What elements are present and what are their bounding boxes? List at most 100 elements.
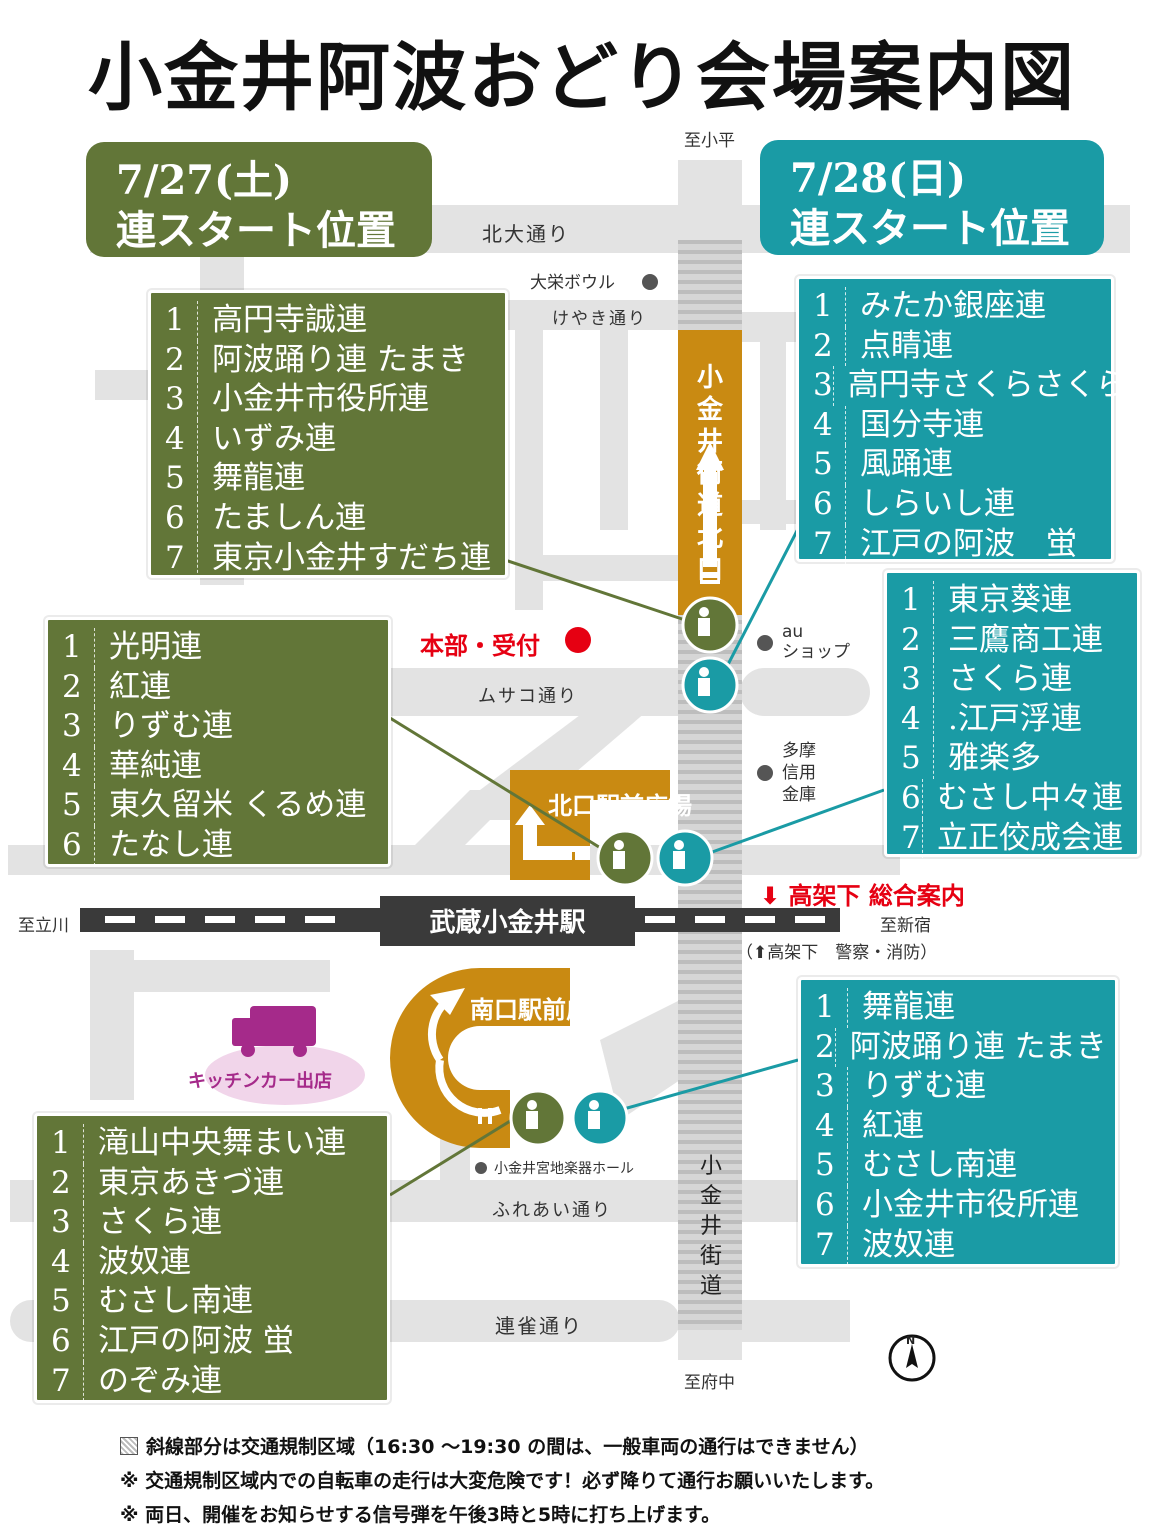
ren-number: 1 — [815, 988, 848, 1028]
honbu-dot — [565, 627, 591, 653]
kitaguchi-plaza-label: 北口駅前広場 — [548, 792, 692, 820]
ren-number: 7 — [815, 1225, 848, 1266]
ren-number: 3 — [51, 1203, 84, 1243]
ren-number: 5 — [51, 1282, 84, 1322]
ren-number: 6 — [165, 498, 198, 539]
ren-number: 2 — [165, 340, 198, 381]
ren-name: 紅連 — [862, 1107, 924, 1144]
ren-name: りずむ連 — [862, 1068, 986, 1105]
ren-number: 7 — [813, 524, 846, 565]
musako-label: ムサコ通り — [478, 686, 578, 707]
ren-item: 5 雅楽多 — [901, 739, 1123, 779]
bowl-label: 大栄ボウル — [530, 273, 615, 293]
ren-name: 小金井市役所連 — [862, 1186, 1079, 1223]
ren-number: 4 — [62, 746, 95, 787]
day2-date: 7/28(日) — [790, 155, 966, 202]
to-shinjuku-label: 至新宿 — [880, 916, 931, 936]
renjaku-label: 連雀通り — [495, 1314, 583, 1338]
ren-name: たなし連 — [109, 826, 233, 863]
day1-date: 7/27(土) — [116, 157, 292, 204]
compass-n-label: N — [906, 1334, 916, 1347]
ren-name: 舞龍連 — [212, 460, 305, 497]
kitchen-car-icon — [232, 1006, 316, 1057]
ren-item: 7 波奴連 — [815, 1225, 1101, 1266]
ren-number: 5 — [901, 739, 934, 779]
ren-item: 2 阿波踊り連 たまき — [165, 340, 491, 381]
ren-number: 3 — [813, 366, 834, 406]
ren-name: 華純連 — [109, 747, 202, 784]
hatch-legend-icon — [120, 1437, 138, 1455]
ren-item: 7 のぞみ連 — [51, 1361, 373, 1402]
ren-number: 7 — [51, 1361, 84, 1402]
ren-number: 6 — [813, 484, 846, 525]
keyaki-label: けやき通り — [552, 309, 647, 329]
ren-name: 阿波踊り連 たまき — [212, 341, 469, 378]
kitaodori-label: 北大通り — [482, 222, 570, 246]
compass-icon — [888, 1334, 936, 1382]
ren-number: 4 — [813, 405, 846, 446]
ren-number: 5 — [62, 786, 95, 826]
minamiguchi-plaza-label: 南口駅前広場 — [470, 996, 614, 1024]
ren-number: 4 — [51, 1242, 84, 1283]
ren-name: 点睛連 — [860, 327, 953, 364]
ren-number: 1 — [901, 581, 934, 621]
ren-name: むさし中々連 — [937, 779, 1123, 816]
ren-name: さくら連 — [948, 661, 1072, 698]
ren-number: 3 — [165, 380, 198, 420]
ren-name: 滝山中央舞まい連 — [98, 1125, 346, 1161]
ren-name: 高円寺誠連 — [212, 302, 367, 338]
ren-name: 高円寺さくらさくら — [847, 367, 1127, 404]
ren-name: のぞみ連 — [98, 1362, 222, 1399]
ren-name: いずみ連 — [212, 420, 336, 457]
ren-number: 1 — [813, 287, 846, 327]
ren-number: 5 — [813, 445, 846, 485]
ren-number: 4 — [815, 1106, 848, 1147]
to-fuchu-label: 至府中 — [684, 1373, 735, 1393]
note-bicycle: ※ 交通規制区域内での自転車の走行は大変危険です！必ず降りて通行お願いいたします… — [120, 1470, 885, 1492]
dancer-icons — [526, 607, 710, 1129]
ren-name: 波奴連 — [98, 1243, 191, 1280]
ren-item: 7 東京小金井すだち連 — [165, 538, 491, 579]
ren-item: 3 高円寺さくらさくら — [813, 366, 1127, 406]
ren-name: 波奴連 — [862, 1226, 955, 1263]
ren-number: 4 — [165, 419, 198, 460]
ren-number: 2 — [815, 1027, 836, 1068]
ren-name: 光明連 — [109, 629, 202, 665]
ren-number: 5 — [165, 459, 198, 499]
ren-number: 7 — [165, 538, 198, 579]
ren-name: 東京小金井すだち連 — [212, 539, 491, 576]
ren-name: さくら連 — [98, 1204, 222, 1241]
day1-header: 7/27(土) 連スタート位置 — [86, 142, 432, 257]
ren-name: むさし南連 — [862, 1147, 1017, 1184]
day2-subtitle: 連スタート位置 — [790, 205, 1070, 252]
ren-name: 雅楽多 — [948, 740, 1041, 777]
